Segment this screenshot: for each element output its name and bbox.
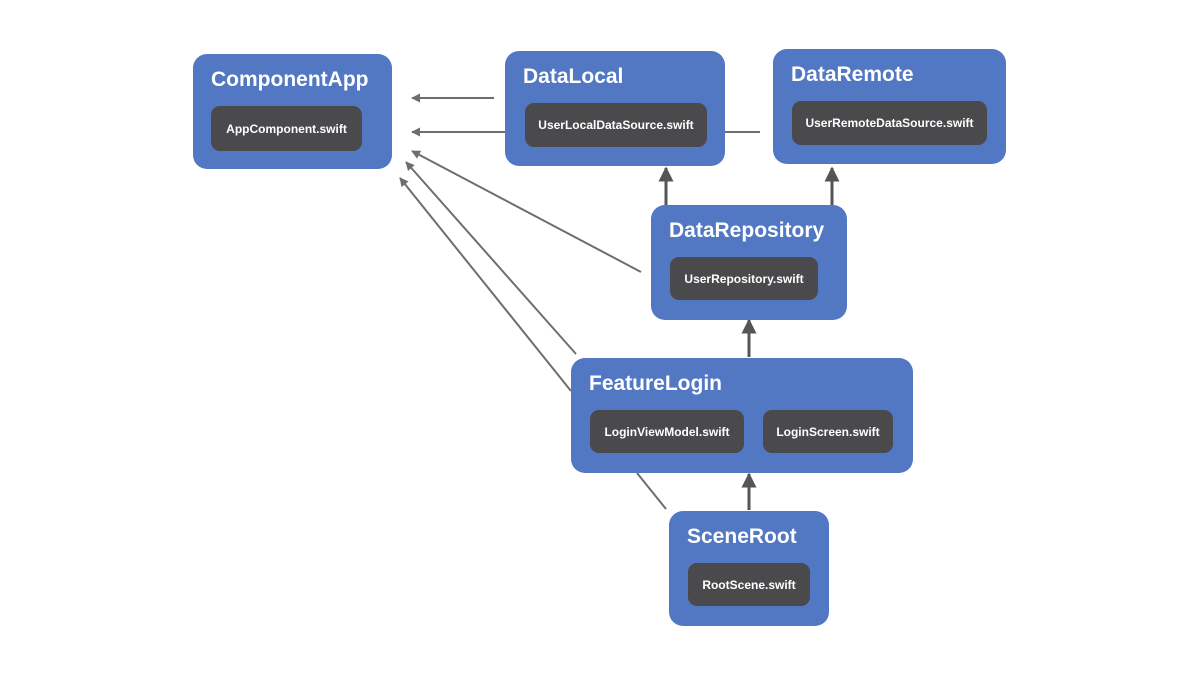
file-chip: AppComponent.swift [211, 106, 362, 151]
file-chip: UserRepository.swift [670, 257, 818, 300]
module-sceneroot: SceneRoot RootScene.swift [669, 511, 829, 626]
module-featurelogin: FeatureLogin LoginViewModel.swift LoginS… [571, 358, 913, 473]
file-chip: UserRemoteDataSource.swift [792, 101, 987, 145]
module-title: FeatureLogin [589, 372, 723, 395]
module-datarepository: DataRepository UserRepository.swift [651, 205, 847, 320]
module-dataremote: DataRemote UserRemoteDataSource.swift [773, 49, 1006, 164]
module-title: ComponentApp [211, 68, 369, 91]
file-chip: LoginScreen.swift [763, 410, 893, 453]
file-chip: LoginViewModel.swift [590, 410, 744, 453]
edge-sceneroot-to-componentapp [399, 177, 572, 392]
edge-sceneroot-to-componentapp-lower [636, 472, 667, 510]
edge-featurelogin-to-componentapp [405, 161, 577, 355]
module-title: SceneRoot [687, 525, 797, 548]
file-chip: RootScene.swift [688, 563, 810, 606]
module-title: DataRepository [669, 219, 825, 242]
module-datalocal: DataLocal UserLocalDataSource.swift [505, 51, 725, 166]
module-title: DataLocal [523, 65, 624, 88]
module-componentapp: ComponentApp AppComponent.swift [193, 54, 392, 169]
module-title: DataRemote [791, 63, 914, 86]
edge-datarepository-to-componentapp [411, 150, 642, 273]
file-chip: UserLocalDataSource.swift [525, 103, 707, 147]
